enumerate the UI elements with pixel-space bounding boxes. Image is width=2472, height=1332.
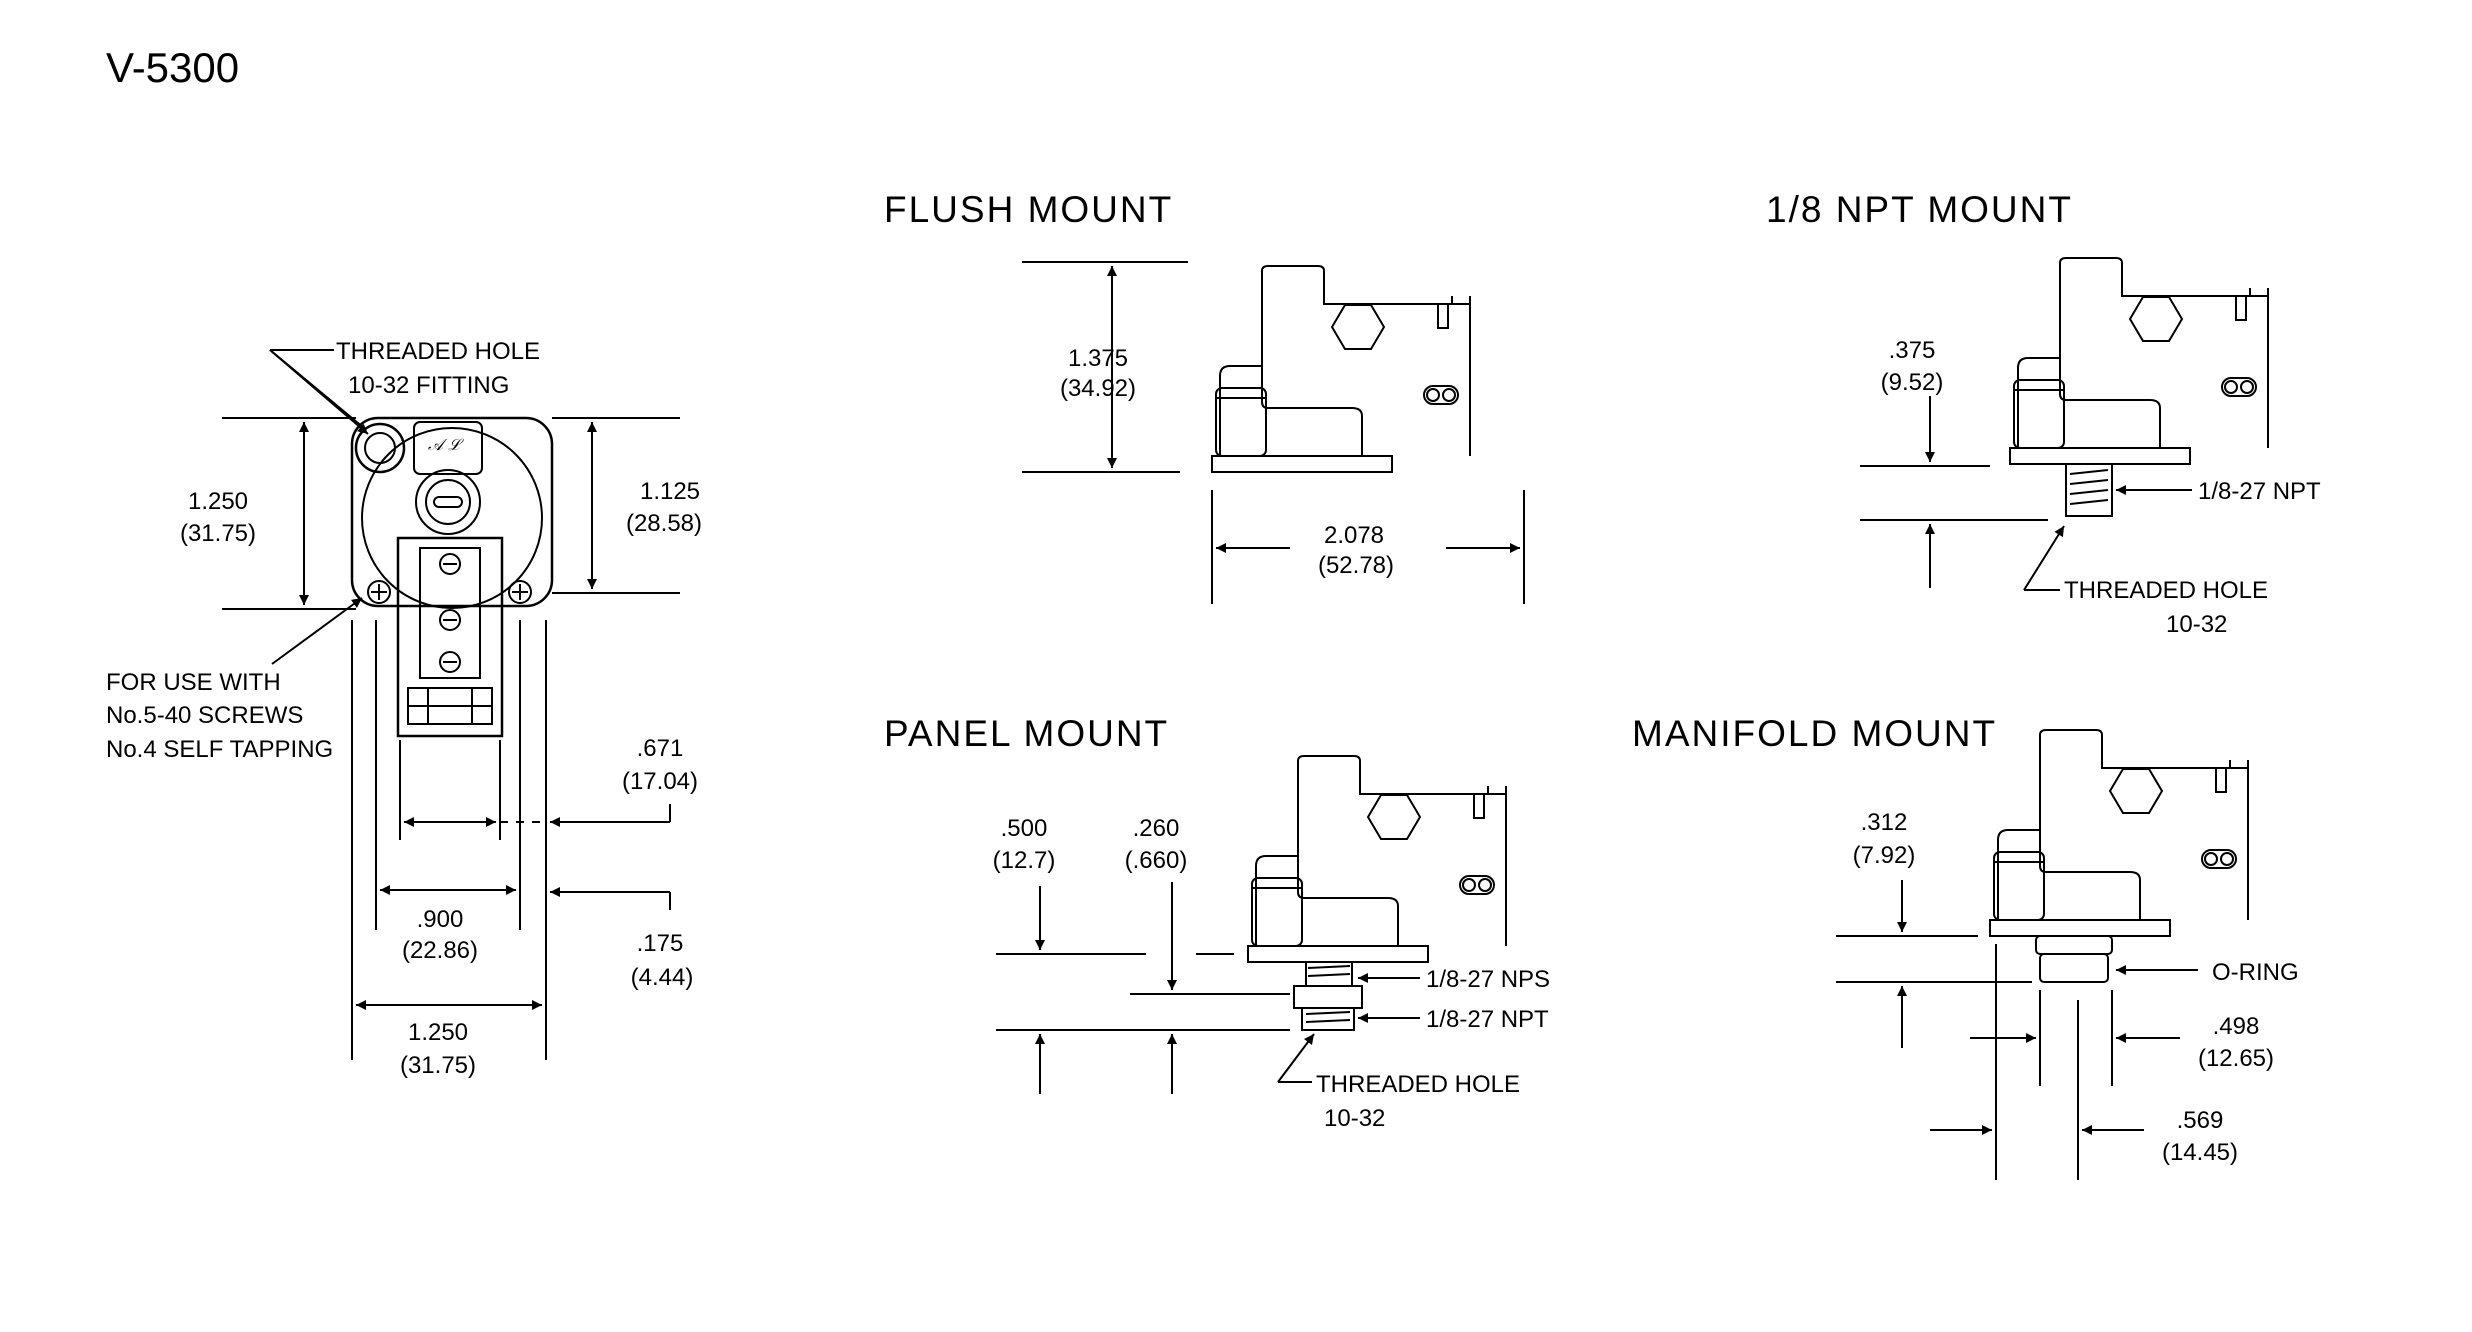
manifold-dim2-mm: (12.65) bbox=[2198, 1045, 2274, 1072]
manifold-dim2-in: .498 bbox=[2213, 1013, 2260, 1040]
flush-width-mm: (52.78) bbox=[1318, 552, 1394, 579]
panel-nps-label: 1/8-27 NPS bbox=[1426, 966, 1550, 993]
npt-dim-in: .375 bbox=[1889, 337, 1936, 364]
page-title: V-5300 bbox=[106, 44, 239, 91]
npt-mount-view: 1/8 NPT MOUNT .375 (9.52) 1/8-27 NPT THR… bbox=[1766, 189, 2321, 638]
dim-175-mm: (4.44) bbox=[631, 964, 694, 991]
flush-mount-title: FLUSH MOUNT bbox=[884, 189, 1173, 230]
oring-icon bbox=[2035, 935, 2113, 955]
screws-note-line2: No.5-40 SCREWS bbox=[106, 702, 303, 729]
front-housing-outline bbox=[350, 416, 554, 608]
panel-dim1-in: .500 bbox=[1001, 815, 1048, 842]
front-height2-in: 1.125 bbox=[640, 478, 700, 505]
screw-hole-right-icon bbox=[508, 580, 532, 604]
npt-hole-size: 10-32 bbox=[2166, 611, 2227, 638]
screw-hole-left-icon bbox=[367, 580, 391, 604]
threaded-fitting-icon bbox=[354, 422, 406, 474]
front-view: 𝒜 ℒ THREADED HOLE 10-32 FITT bbox=[106, 338, 702, 1079]
dim-671-mm: (17.04) bbox=[622, 768, 698, 795]
npt-dim-mm: (9.52) bbox=[1881, 369, 1944, 396]
panel-dim2-mm: (.660) bbox=[1125, 847, 1188, 874]
logo-plate bbox=[413, 421, 483, 475]
manifold-dim1-in: .312 bbox=[1861, 809, 1908, 836]
manifold-mount-sensor bbox=[1989, 729, 2249, 937]
screws-note-line3: No.4 SELF TAPPING bbox=[106, 736, 333, 763]
front-height2-mm: (28.58) bbox=[626, 510, 702, 537]
adjust-knob-icon bbox=[415, 469, 481, 535]
npt-hole-label: THREADED HOLE bbox=[2064, 577, 2268, 604]
panel-hole-size: 10-32 bbox=[1324, 1105, 1385, 1132]
dim-671-in: .671 bbox=[637, 735, 684, 762]
manifold-mount-view: MANIFOLD MOUNT .312 (7.92) O-RING .498 (… bbox=[1632, 713, 2299, 1180]
front-height-in: 1.250 bbox=[188, 488, 248, 515]
flush-mount-view: FLUSH MOUNT 1.375 (34.92) 2.078 (52.78) bbox=[884, 189, 1525, 604]
manifold-dim1-mm: (7.92) bbox=[1853, 842, 1916, 869]
oring-label: O-RING bbox=[2212, 959, 2299, 986]
front-height-mm: (31.75) bbox=[180, 520, 256, 547]
panel-dim1-mm: (12.7) bbox=[993, 847, 1056, 874]
npt-mount-title: 1/8 NPT MOUNT bbox=[1766, 189, 2073, 230]
terminal-block bbox=[396, 536, 504, 738]
panel-hole-label: THREADED HOLE bbox=[1316, 1071, 1520, 1098]
manifold-mount-title: MANIFOLD MOUNT bbox=[1632, 713, 1997, 754]
flush-width-in: 2.078 bbox=[1324, 522, 1384, 549]
flush-mount-sensor bbox=[1211, 265, 1471, 473]
flush-height-in: 1.375 bbox=[1068, 345, 1128, 372]
dim-900-mm: (22.86) bbox=[402, 937, 478, 964]
screws-note-line1: FOR USE WITH bbox=[106, 669, 281, 696]
panel-dim2-in: .260 bbox=[1133, 815, 1180, 842]
flush-height-mm: (34.92) bbox=[1060, 375, 1136, 402]
threaded-hole-callout: THREADED HOLE bbox=[336, 338, 540, 365]
fitting-size-callout: 10-32 FITTING bbox=[348, 372, 509, 399]
dim-175-in: .175 bbox=[637, 930, 684, 957]
dim-900-in: .900 bbox=[417, 906, 464, 933]
panel-npt-label: 1/8-27 NPT bbox=[1426, 1006, 1549, 1033]
panel-mount-title: PANEL MOUNT bbox=[884, 713, 1169, 754]
panel-mount-view: PANEL MOUNT .500 (12.7) .260 (.660) 1/8-… bbox=[884, 713, 1550, 1132]
npt-threaded-stem bbox=[2065, 463, 2113, 517]
manifold-dim3-in: .569 bbox=[2177, 1107, 2224, 1134]
manifold-dim3-mm: (14.45) bbox=[2162, 1139, 2238, 1166]
logo-mark: 𝒜 ℒ bbox=[428, 435, 464, 454]
front-width-mm: (31.75) bbox=[400, 1052, 476, 1079]
front-width-in: 1.250 bbox=[408, 1019, 468, 1046]
npt-thread-label: 1/8-27 NPT bbox=[2198, 478, 2321, 505]
npt-mount-sensor bbox=[2009, 257, 2269, 465]
panel-mount-sensor bbox=[1247, 755, 1507, 963]
